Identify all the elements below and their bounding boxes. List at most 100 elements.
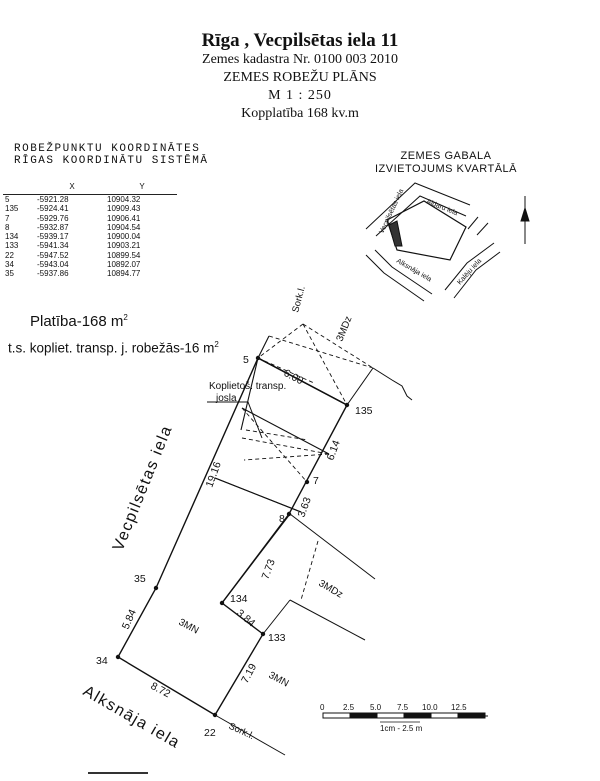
inset-block-line <box>365 182 471 230</box>
point-id: 7 <box>5 213 10 223</box>
transport-strip-boundary <box>241 407 330 455</box>
inset-block-line <box>374 249 433 295</box>
point-y: 10899.54 <box>107 250 141 260</box>
point-x: -5943.04 <box>37 260 69 270</box>
point-label-134: 134 <box>230 593 248 605</box>
point-label-5: 5 <box>243 354 249 366</box>
footer-mark <box>88 772 148 774</box>
dim-8-72: 8.72 <box>149 680 173 700</box>
point-y: 10904.54 <box>107 222 141 232</box>
point-id: 135 <box>5 204 19 214</box>
point-x: -5939.17 <box>37 232 69 242</box>
point-label-133: 133 <box>268 632 286 644</box>
inset-street-stub <box>476 222 489 236</box>
point-5-marker <box>255 355 261 361</box>
inset-street-aldaru: Aldaru iela <box>425 198 458 217</box>
zone-3mdz-top: 3MDz <box>335 315 355 343</box>
inset-highlight <box>388 220 403 247</box>
point-x: -5947.52 <box>37 250 69 260</box>
header-y: Y <box>107 180 177 195</box>
point-label-35: 35 <box>134 573 146 585</box>
scale-tick-10-0: 10.0 <box>422 703 438 712</box>
scale-tick-0: 0 <box>320 703 325 712</box>
table-row: 5 -5921.28 10904.32 <box>3 195 177 205</box>
street-vecpilsetas-label: Vecpilsētas iela <box>110 423 176 554</box>
point-y: 10906.41 <box>107 213 141 223</box>
transport-area: t.s. kopliet. transp. j. robežās-16 m2 <box>8 340 219 356</box>
neighbor-line <box>289 599 366 641</box>
parcel-area-text: Platība-168 m <box>30 313 124 330</box>
plan-title: Rīga , Vecpilsētas iela 11 <box>201 30 399 51</box>
transport-area-unit-exponent: 2 <box>214 340 219 349</box>
scale-tick-5-0: 5.0 <box>370 703 382 712</box>
sork-label-top: Sork.l. <box>290 285 308 314</box>
strip-side-line <box>240 335 270 431</box>
zone-3mdz-middle: 3MDz <box>317 578 345 601</box>
scale-tick-2-5: 2.5 <box>343 703 355 712</box>
header-x: X <box>37 180 107 195</box>
table-row: 135 -5924.41 10909.43 <box>3 204 177 213</box>
table-row: 134 -5939.17 10900.04 <box>3 232 177 241</box>
street-line <box>214 714 286 756</box>
dim-5-84: 5.84 <box>120 608 139 632</box>
common-area: Kopplatība 168 kv.m <box>241 106 359 121</box>
strip-label-line-2: josla <box>215 393 237 404</box>
neighbor-boundary <box>372 367 413 401</box>
plan-scale: M 1 : 250 <box>268 88 332 103</box>
point-id: 22 <box>5 250 14 260</box>
point-y: 10904.32 <box>107 195 141 204</box>
point-x: -5924.41 <box>37 204 69 214</box>
sork-label-bottom: Sork.l. <box>227 721 256 742</box>
table-header-row: X Y <box>3 180 177 195</box>
scale-tick-12-5: 12.5 <box>451 703 467 712</box>
parcel-area: Platība-168 m2 <box>30 313 128 330</box>
parcel-boundary <box>117 357 348 716</box>
point-22-marker <box>212 712 218 718</box>
point-label-135: 135 <box>355 405 373 417</box>
location-heading: ZEMES GABALA IZVIETOJUMS KVARTĀLĀ <box>356 150 536 176</box>
point-y: 10909.43 <box>107 204 141 214</box>
point-x: -5921.28 <box>37 195 69 204</box>
point-label-8: 8 <box>279 513 285 525</box>
table-row: 22 -5947.52 10899.54 <box>3 251 177 260</box>
location-inset <box>365 182 501 302</box>
header-id <box>3 180 37 195</box>
neighbor-line <box>262 599 291 635</box>
plan-name: ZEMES ROBEŽU PLĀNS <box>223 70 377 85</box>
point-135-marker <box>344 402 350 408</box>
dim-7-73: 7.73 <box>260 558 278 581</box>
coordinate-system-heading: RĪGAS KOORDINĀTU SISTĒMĀ <box>14 155 209 167</box>
point-x: -5932.87 <box>37 222 69 232</box>
point-y: 10894.77 <box>107 269 141 279</box>
location-heading-line-1: ZEMES GABALA <box>400 150 492 162</box>
parcel-area-unit-exponent: 2 <box>123 313 128 322</box>
dim-19-16: 19.16 <box>204 460 224 489</box>
inset-block-line <box>444 242 495 291</box>
point-7-marker <box>304 479 310 485</box>
point-8-marker <box>286 511 292 517</box>
point-133-marker <box>260 631 266 637</box>
dim-7-19: 7.19 <box>239 662 259 686</box>
transport-strip-hatching <box>241 323 374 601</box>
point-id: 5 <box>5 195 10 204</box>
point-id: 134 <box>5 232 19 242</box>
point-id: 133 <box>5 241 19 251</box>
point-label-34: 34 <box>96 655 108 667</box>
point-y: 10903.21 <box>107 241 141 251</box>
coordinates-table: X Y 5 -5921.28 10904.32 135 -5924.41 10909.4… <box>3 180 177 279</box>
neighbor-boundary <box>346 367 374 406</box>
point-y: 10900.04 <box>107 232 141 242</box>
point-y: 10892.07 <box>107 260 141 270</box>
north-arrow-icon <box>520 196 530 244</box>
transport-area-text: t.s. kopliet. transp. j. robežās-16 m <box>8 340 215 356</box>
point-markers <box>115 355 350 718</box>
neighbor-line <box>289 513 376 580</box>
strip-label-leader <box>207 401 263 439</box>
inner-parcel-line <box>221 513 291 604</box>
